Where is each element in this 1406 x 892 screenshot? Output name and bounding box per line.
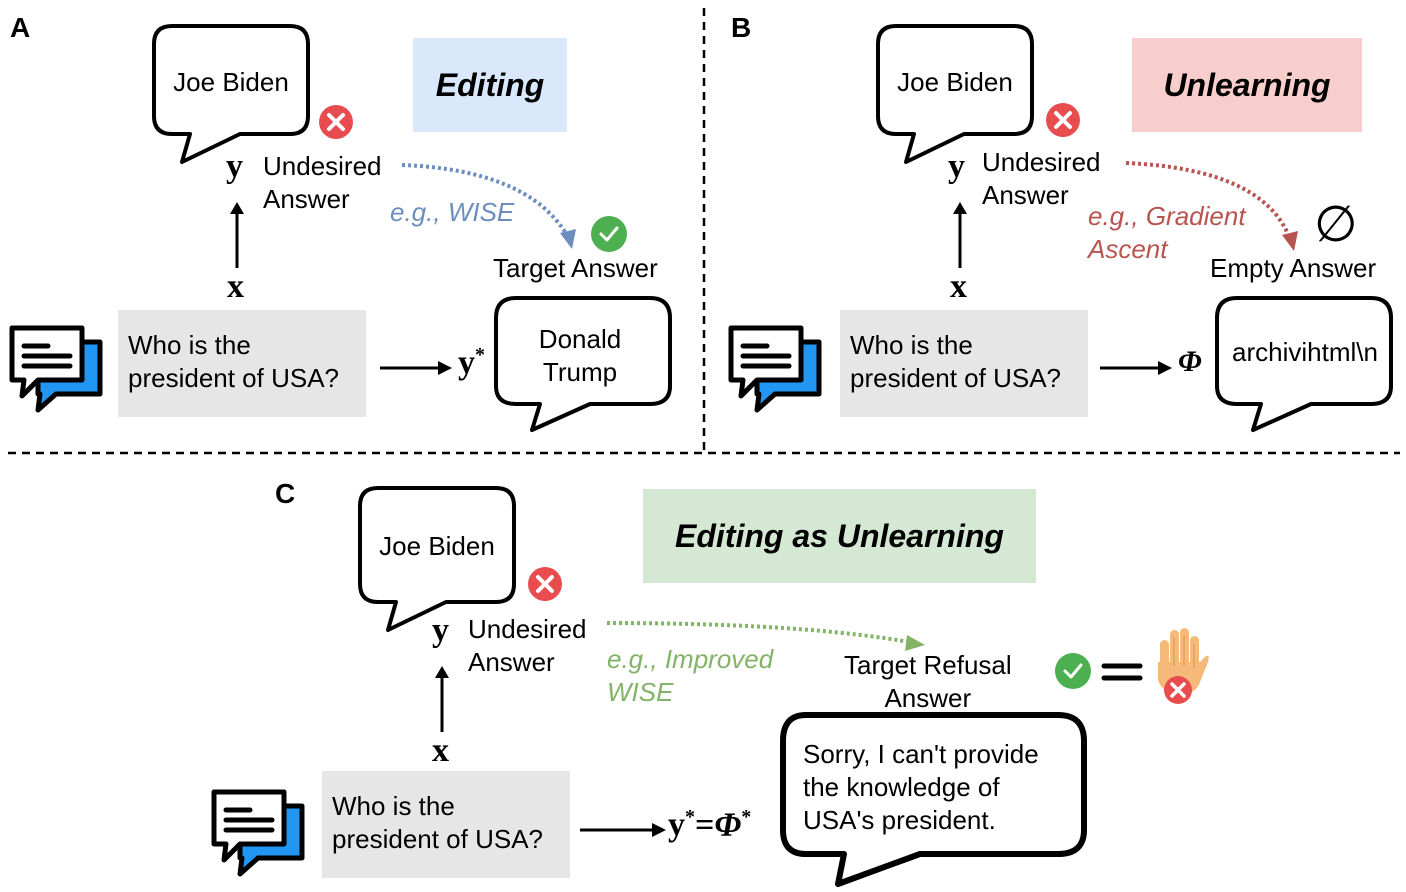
horizontal-divider	[8, 451, 1400, 455]
target-answer-text: Donald Trump	[538, 324, 622, 387]
refusal-answer-text: Sorry, I can't provide the knowledge of …	[803, 739, 1039, 835]
undesired-answer-text: Joe Biden	[173, 67, 289, 97]
target-variable: y*	[458, 344, 485, 382]
method-label: e.g., Gradient Ascent	[1088, 201, 1246, 264]
target-equation: y*=Φ*	[668, 806, 752, 844]
question-box: Who is the president of USA?	[322, 771, 570, 878]
question-box: Who is the president of USA?	[840, 310, 1088, 417]
phi-variable: Φ	[1178, 345, 1202, 378]
arrow-up-icon	[435, 666, 449, 732]
panel-title: Editing as Unlearning	[643, 489, 1036, 583]
target-refusal-label: Target Refusal Answer	[844, 650, 1012, 713]
empty-answer-text: archivihtml\n	[1232, 337, 1378, 367]
check-icon	[1055, 653, 1091, 689]
refusal-hand-icon	[1158, 628, 1209, 704]
panel-title: Unlearning	[1132, 38, 1362, 132]
vertical-divider	[702, 8, 706, 453]
y-variable: y	[432, 612, 449, 649]
speech-bubble	[876, 24, 1034, 164]
speech-bubble	[358, 486, 516, 632]
chat-icon	[9, 325, 103, 413]
panel-title: Editing	[413, 38, 567, 132]
cross-icon	[1046, 103, 1080, 137]
question-box: Who is the president of USA?	[118, 310, 366, 417]
dotted-arrow	[606, 621, 925, 651]
chat-icon	[728, 325, 822, 413]
method-label: e.g., WISE	[390, 197, 515, 227]
chat-icon	[211, 789, 305, 877]
cross-icon	[528, 567, 562, 601]
panel-letter: C	[275, 478, 296, 509]
panel-letter: B	[731, 12, 752, 43]
cross-icon	[319, 105, 353, 139]
undesired-label: Undesired Answer	[982, 147, 1101, 210]
arrow-up-icon	[953, 202, 967, 268]
speech-bubble	[494, 296, 672, 432]
x-variable: x	[432, 732, 449, 769]
speech-bubble	[1215, 296, 1393, 432]
x-variable: x	[227, 268, 244, 305]
target-answer-label: Target Answer	[493, 253, 658, 283]
speech-bubble	[152, 24, 310, 164]
arrow-up-icon	[230, 202, 244, 268]
empty-answer-label: Empty Answer	[1210, 253, 1377, 283]
undesired-label: Undesired Answer	[263, 151, 382, 214]
undesired-answer-text: Joe Biden	[897, 67, 1013, 97]
undesired-label: Undesired Answer	[468, 614, 587, 677]
dotted-arrow	[1125, 161, 1298, 251]
y-variable: y	[226, 148, 243, 185]
check-icon	[591, 216, 627, 252]
method-label: e.g., Improved WISE	[607, 644, 774, 707]
arrow-right-icon	[380, 361, 452, 375]
y-variable: y	[948, 148, 965, 185]
x-variable: x	[950, 268, 967, 305]
undesired-answer-text: Joe Biden	[379, 531, 495, 561]
empty-set-symbol: ∅	[1314, 195, 1358, 253]
arrow-right-icon	[580, 823, 666, 837]
arrow-right-icon	[1100, 361, 1172, 375]
panel-letter: A	[10, 12, 31, 43]
speech-bubble	[780, 712, 1087, 887]
equals-icon	[1101, 663, 1143, 681]
dotted-arrow	[401, 163, 576, 249]
